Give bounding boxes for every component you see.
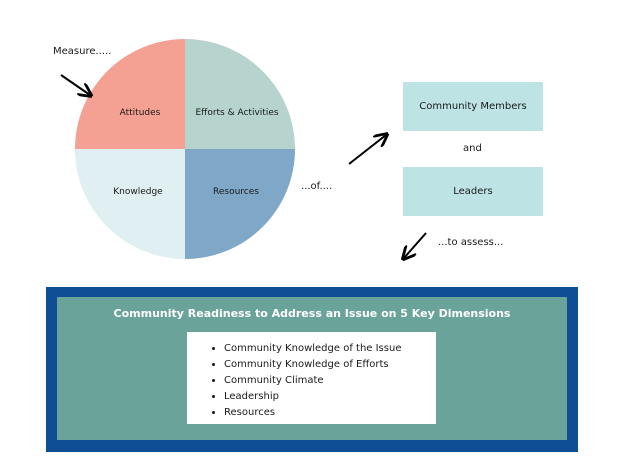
leaders-label: Leaders xyxy=(453,186,493,197)
pie-quadrant-attitudes xyxy=(75,39,185,149)
pie-label-efforts-activities: Efforts & Activities xyxy=(195,108,278,118)
pie-quadrant-efforts-activities xyxy=(185,39,295,149)
of-label: ...of.... xyxy=(301,181,333,192)
of-arrow xyxy=(348,135,386,165)
and-connector: and xyxy=(463,143,482,154)
assess-label: ...to assess... xyxy=(438,237,504,248)
measure-label: Measure..... xyxy=(53,46,112,57)
pie-label-knowledge: Knowledge xyxy=(113,187,163,197)
leaders-box: Leaders xyxy=(403,167,543,216)
dimension-item: Resources xyxy=(224,405,436,421)
assess-arrow xyxy=(404,232,427,258)
pie-label-attitudes: Attitudes xyxy=(120,108,161,118)
measure-arrow xyxy=(60,74,90,95)
pie-quadrant-knowledge xyxy=(75,149,185,259)
community-members-label: Community Members xyxy=(419,101,527,112)
dimension-item: Leadership xyxy=(224,389,436,405)
pie-quadrant-resources xyxy=(185,149,295,259)
dimensions-list: Community Knowledge of the Issue Communi… xyxy=(187,341,436,421)
pie-label-resources: Resources xyxy=(213,187,259,197)
panel-title: Community Readiness to Address an Issue … xyxy=(113,307,511,320)
dimension-item: Community Knowledge of the Issue xyxy=(224,341,436,357)
dimensions-list-box: Community Knowledge of the Issue Communi… xyxy=(187,332,436,424)
dimension-item: Community Climate xyxy=(224,373,436,389)
community-members-box: Community Members xyxy=(403,82,543,131)
dimension-item: Community Knowledge of Efforts xyxy=(224,357,436,373)
